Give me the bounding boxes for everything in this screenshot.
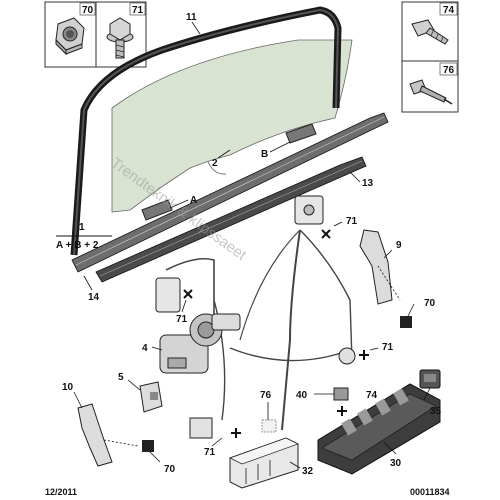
callout-70-bottom: 70 xyxy=(164,464,176,475)
callout-1: 1 xyxy=(79,222,85,233)
callout-71-mid: 71 xyxy=(176,314,188,325)
callout-10: 10 xyxy=(62,382,74,393)
callout-70-right: 70 xyxy=(424,298,436,309)
callout-30: 30 xyxy=(390,458,402,469)
leader-lines xyxy=(73,21,431,469)
callout-71-top: 71 xyxy=(132,5,144,16)
callout-11: 11 xyxy=(186,12,197,23)
outer-waist-seal xyxy=(95,156,367,283)
hex-nut-icon xyxy=(55,17,85,56)
fastener-marker-icons xyxy=(183,229,369,438)
door-glass-panel xyxy=(111,39,353,213)
callout-74-low: 74 xyxy=(366,390,378,401)
callout-40: 40 xyxy=(296,390,308,401)
footer-date: 12/2011 xyxy=(45,487,77,497)
callout-35: 35 xyxy=(430,406,442,417)
callout-32: 32 xyxy=(302,466,314,477)
window-regulator xyxy=(155,195,356,439)
callout-b: B xyxy=(261,149,268,160)
torx-screw-icon xyxy=(411,19,449,45)
nut-70-bottom-icon xyxy=(142,440,154,452)
callout-5: 5 xyxy=(118,372,124,383)
footer-reference: 00011834 xyxy=(410,487,450,497)
window-switch-panel xyxy=(317,383,441,475)
callout-4: 4 xyxy=(142,343,148,354)
rivet-icon xyxy=(409,79,453,105)
callout-13: 13 xyxy=(362,178,374,189)
bracket-5 xyxy=(139,381,163,413)
switch-35 xyxy=(419,369,441,389)
callout-74: 74 xyxy=(443,5,455,16)
flange-screw-icon xyxy=(106,17,134,59)
nut-70-right-icon xyxy=(400,316,412,328)
callout-2: 2 xyxy=(212,158,218,169)
callout-a: A xyxy=(190,195,197,206)
callout-76-top: 76 xyxy=(443,65,455,76)
clip-b xyxy=(285,123,317,144)
callout-70-top: 70 xyxy=(82,5,94,16)
callout-9: 9 xyxy=(396,240,402,251)
formula-text: A + B + 2 xyxy=(56,240,99,251)
regulator-motor xyxy=(159,313,241,374)
fastener-box-group-right: 74 76 xyxy=(401,1,459,113)
connector-76 xyxy=(261,419,277,433)
control-module xyxy=(229,437,299,489)
callout-14: 14 xyxy=(88,292,100,303)
callout-71-low-right: 71 xyxy=(382,342,394,353)
callout-labels: 11 2 B A 13 1 A + B + 2 14 71 9 70 71 4 … xyxy=(56,12,442,477)
clip-40 xyxy=(333,387,349,401)
bracket-10 xyxy=(77,403,139,467)
callout-71-right: 71 xyxy=(346,216,358,227)
clip-a xyxy=(141,199,173,221)
bracket-9 xyxy=(359,229,401,305)
callout-76-low: 76 xyxy=(260,390,272,401)
callout-71-bottom: 71 xyxy=(204,447,216,458)
fastener-box-group-left: 70 71 xyxy=(44,1,147,68)
